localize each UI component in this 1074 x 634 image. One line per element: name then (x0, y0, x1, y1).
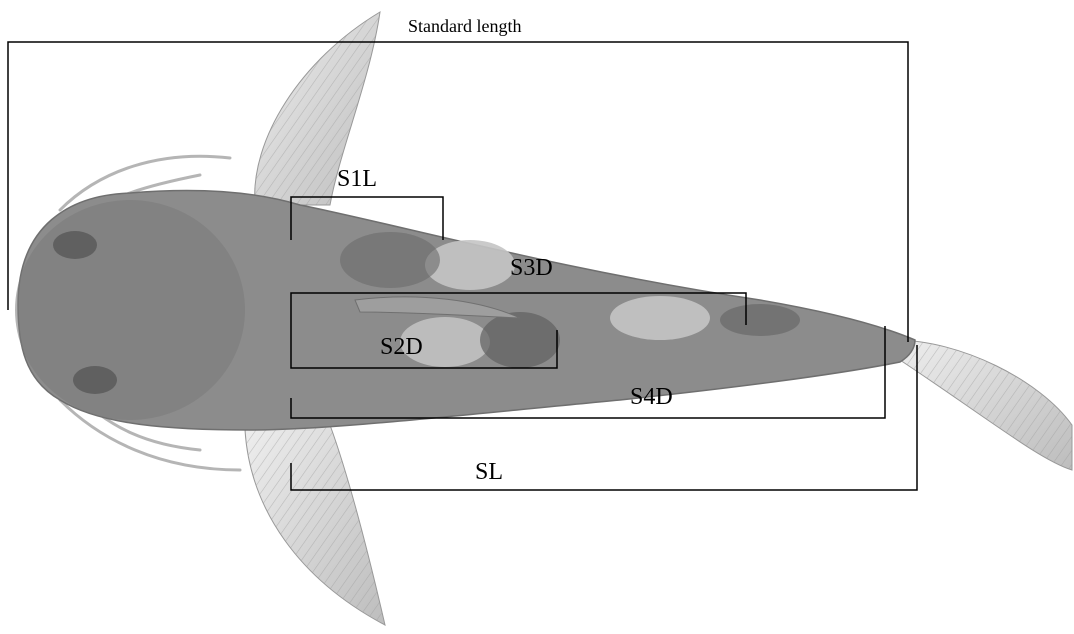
dark-patch (340, 232, 440, 288)
dark-patch (480, 312, 560, 368)
standard-length-label: Standard length (408, 17, 521, 35)
s3d-label: S3D (510, 256, 553, 280)
sl-label: SL (475, 460, 503, 484)
pectoral-fin-bottom (245, 425, 385, 625)
s2d-label: S2D (380, 335, 423, 359)
s1l-label: S1L (337, 167, 377, 191)
fish-body (15, 191, 915, 430)
eye-right (73, 366, 117, 394)
dark-patch (720, 304, 800, 336)
s4d-label: S4D (630, 385, 673, 409)
caudal-fin (895, 340, 1072, 470)
light-patch (610, 296, 710, 340)
eye-left (53, 231, 97, 259)
